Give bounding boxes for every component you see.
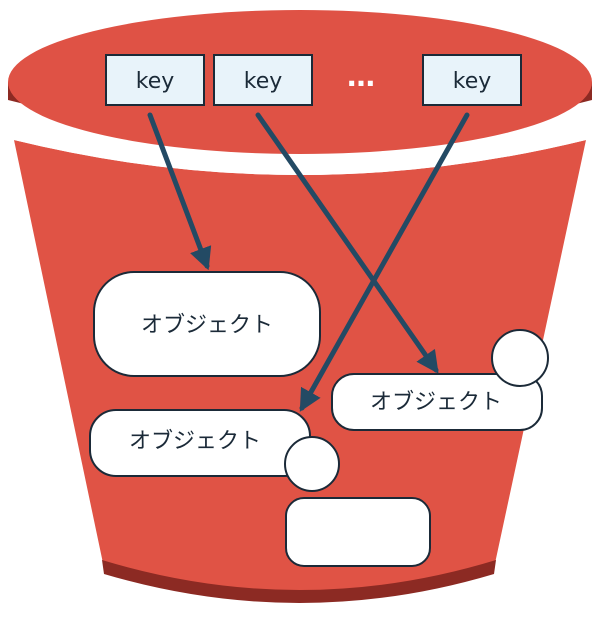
- key-box-2: key: [214, 55, 312, 105]
- ellipsis: …: [347, 60, 377, 93]
- object-label: オブジェクト: [141, 313, 273, 338]
- object-bubble: [492, 330, 548, 386]
- key-box-3: key: [423, 55, 521, 105]
- key-label: key: [244, 69, 283, 94]
- object-label: オブジェクト: [370, 390, 502, 415]
- key-label: key: [136, 69, 175, 94]
- object-label: オブジェクト: [129, 429, 261, 454]
- key-label: key: [453, 69, 492, 94]
- object-bubble: [285, 437, 339, 491]
- key-box-1: key: [106, 55, 204, 105]
- object-1: オブジェクト: [94, 272, 320, 376]
- object-4: [286, 498, 430, 566]
